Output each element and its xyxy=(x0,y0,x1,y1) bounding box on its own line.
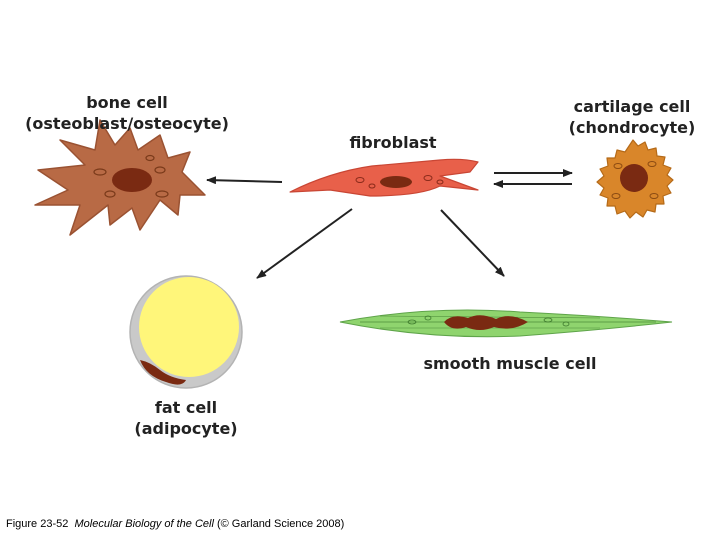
arrow-to-smooth-muscle-cell xyxy=(440,209,505,277)
bone-cell-label: bone cell xyxy=(86,93,168,112)
fibroblast-label: fibroblast xyxy=(349,133,436,152)
fat-cell-label: fat cell xyxy=(155,398,217,417)
smooth-muscle-cell xyxy=(339,309,673,338)
fat-cell-sublabel: (adipocyte) xyxy=(134,419,237,438)
arrow-to-bone-cell xyxy=(206,176,283,185)
bone-cell xyxy=(34,119,206,236)
smooth-muscle-cell-label: smooth muscle cell xyxy=(423,354,596,373)
fibroblast-cell xyxy=(289,158,479,197)
figure-credit: (© Garland Science 2008) xyxy=(216,518,345,530)
figure-caption: Figure 23-52 Molecular Biology of the Ce… xyxy=(6,518,344,530)
cartilage-cell-sublabel: (chondrocyte) xyxy=(569,118,696,137)
arrow-to-fat-cell xyxy=(256,208,353,279)
cartilage-cell-label: cartilage cell xyxy=(574,97,691,116)
cartilage-cell xyxy=(596,139,674,219)
figure-number: Figure 23-52 xyxy=(6,518,69,530)
fat-cell xyxy=(129,275,243,389)
book-title: Molecular Biology of the Cell xyxy=(74,518,214,530)
bone-cell-sublabel: (osteoblast/osteocyte) xyxy=(25,114,229,133)
